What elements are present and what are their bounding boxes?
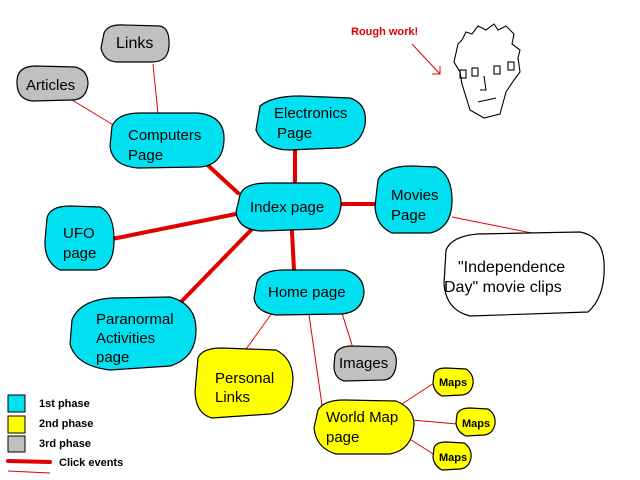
connector-computers-links xyxy=(152,63,159,115)
legend-swatch-phase1 xyxy=(7,394,26,413)
personal-label: Personal Links xyxy=(215,370,278,406)
legend-label-phase3: 3rd phase xyxy=(39,438,91,450)
node-personal[interactable] xyxy=(194,347,294,419)
connector-index-paranormal xyxy=(178,226,255,305)
node-worldmap[interactable] xyxy=(313,399,415,455)
maps3-label: Maps xyxy=(439,452,467,464)
node-maps2[interactable] xyxy=(455,407,496,437)
legend: 1st phase 2nd phase 3rd phase Click even… xyxy=(6,394,123,474)
connector-worldmap-maps2 xyxy=(411,419,458,425)
legend-thin-line xyxy=(7,470,51,474)
connector-home-worldmap xyxy=(308,314,323,406)
worldmap-label: World Map page xyxy=(326,409,402,446)
maps2-label: Maps xyxy=(462,418,490,430)
home-label: Home page xyxy=(268,284,346,301)
face-doodle-icon xyxy=(453,23,521,119)
node-independence[interactable] xyxy=(443,231,605,317)
node-maps3[interactable] xyxy=(432,441,472,471)
connector-home-personal xyxy=(243,312,273,353)
maps1-label: Maps xyxy=(439,377,467,389)
node-computers[interactable] xyxy=(109,112,225,169)
connector-movies-independence xyxy=(451,216,533,234)
computers-label: Computers Page xyxy=(128,127,206,164)
node-links[interactable] xyxy=(100,24,170,63)
movies-label: Movies Page xyxy=(391,187,443,224)
legend-label-click: Click events xyxy=(59,457,123,469)
node-ufo[interactable] xyxy=(44,205,115,271)
node-paranormal[interactable] xyxy=(69,296,197,371)
index-label: Index page xyxy=(250,199,324,216)
ufo-label: UFO page xyxy=(63,225,99,262)
articles-label: Articles xyxy=(26,77,75,94)
connector-index-ufo xyxy=(110,212,238,241)
independence-label: "Independence Day" movie clips xyxy=(444,259,570,296)
node-articles[interactable] xyxy=(16,65,89,102)
images-label: Images xyxy=(339,355,388,372)
node-electronics[interactable] xyxy=(255,95,367,151)
legend-click-line xyxy=(6,459,52,464)
node-maps1[interactable] xyxy=(432,367,474,397)
legend-label-phase2: 2nd phase xyxy=(39,418,93,430)
legend-swatch-phase3 xyxy=(7,435,26,453)
node-home[interactable] xyxy=(253,269,365,316)
nodes xyxy=(16,24,605,471)
connector-worldmap-maps1 xyxy=(401,382,435,405)
arrow-icon xyxy=(411,43,441,75)
node-images[interactable] xyxy=(333,345,397,382)
node-labels: Links Articles Computers Page Electronic… xyxy=(26,35,570,464)
rough-work: Rough work! xyxy=(351,23,521,119)
electronics-label: Electronics Page xyxy=(274,105,352,142)
links-label: Links xyxy=(116,35,153,52)
node-movies[interactable] xyxy=(374,165,453,234)
legend-swatch-phase2 xyxy=(7,415,26,434)
connector-home-images xyxy=(341,312,353,346)
node-index[interactable] xyxy=(235,182,342,232)
connector-computers-articles xyxy=(71,99,116,127)
paranormal-label: Paranormal Activities page xyxy=(96,311,178,366)
connector-index-home xyxy=(290,230,296,272)
rough-work-note: Rough work! xyxy=(351,26,418,38)
legend-label-phase1: 1st phase xyxy=(39,398,90,410)
thin-connectors xyxy=(71,63,533,456)
